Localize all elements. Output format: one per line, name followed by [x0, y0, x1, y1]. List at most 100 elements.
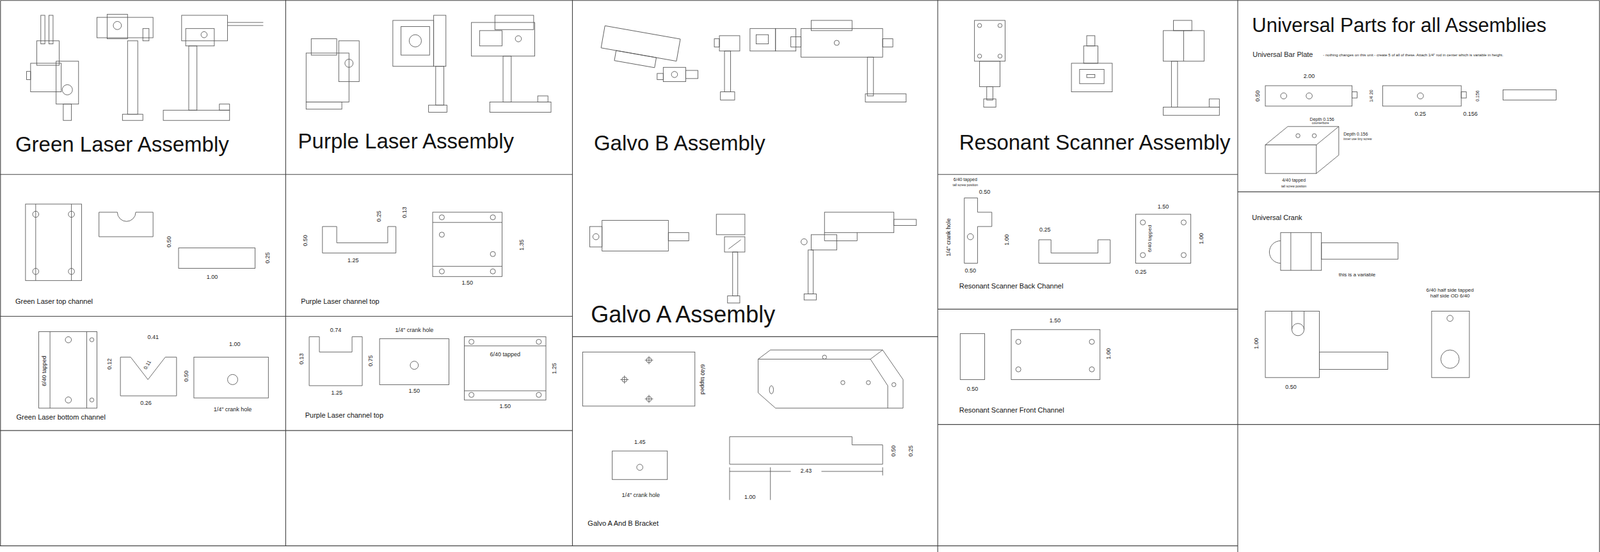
galvo-bracket-drawing: [870, 350, 883, 360]
dimension-label: 1.50: [408, 388, 422, 395]
green-laser-side-view: [96, 14, 153, 121]
galvo-a-top-view: [668, 232, 689, 242]
dimension-label: 0.75: [368, 355, 375, 368]
galvo-a-mount-view: [824, 232, 857, 242]
galvo-b-side-view: [750, 28, 776, 52]
universal-bar-plate-drawing: [1306, 92, 1313, 100]
galvo-bracket-drawing: [840, 380, 845, 385]
resonant-front-channel-drawing: [960, 329, 1100, 380]
purple-laser-front-view: [311, 39, 337, 56]
panel-title: Green Laser bottom channel: [16, 414, 106, 422]
universal-crank-drawing: [1280, 232, 1322, 271]
dimension-label: 0.156: [1475, 89, 1481, 103]
green-top-channel-drawing: [25, 204, 256, 281]
drawing-panel: Resonant Scanner Front Channel: [937, 309, 1238, 425]
green-laser-front-view: [30, 63, 62, 93]
purple-laser-front-view: [305, 39, 360, 110]
panel-title: Universal Parts for all Assemblies: [1251, 15, 1547, 36]
galvo-b-mount-view: [867, 56, 874, 96]
green-laser-mount-view: [163, 15, 264, 121]
resonant-front-channel-drawing: [1089, 366, 1095, 372]
galvo-b-mount-view: [882, 39, 893, 48]
universal-bar-plate-drawing: [1352, 92, 1358, 99]
galvo-bracket-drawing: [729, 471, 792, 472]
purple-laser-side-view: [392, 20, 434, 67]
green-laser-front-view: [40, 15, 45, 45]
galvo-bracket-drawing: [648, 394, 650, 404]
dimension-label: 0.11: [142, 359, 153, 372]
galvo-bracket-drawing: [624, 375, 625, 384]
resonant-scanner-front-view: [977, 54, 982, 59]
dimension-label: 0.26: [139, 400, 153, 408]
dimension-label: 1.00: [1198, 232, 1206, 246]
galvo-bracket-drawing: [769, 385, 774, 395]
galvo-a-side-view: [716, 214, 745, 304]
sheet-grid: [285, 0, 287, 546]
galvo-b-top-view: [599, 25, 698, 82]
purple-channel-drawing: [464, 345, 546, 347]
resonant-front-channel-drawing: [1089, 339, 1095, 345]
resonant-scanner-front-view: [974, 20, 1006, 62]
resonant-front-channel-drawing: [1011, 329, 1101, 380]
panel-title: Galvo A And B Bracket: [587, 520, 659, 528]
panel-title: Universal Crank: [1251, 214, 1302, 222]
purple-channel-drawing: [309, 336, 546, 400]
resonant-scanner-mount-view: [1183, 30, 1184, 62]
green-laser-front-view: [63, 104, 72, 121]
galvo-bracket-drawing: [891, 382, 896, 387]
galvo-bracket-drawing: [582, 352, 695, 407]
sheet-grid: [572, 0, 573, 546]
galvo-a-mount-view: [803, 293, 816, 301]
green-bottom-channel-drawing: [65, 336, 72, 344]
purple-laser-mount-view: [471, 22, 536, 57]
sheet-grid: [572, 336, 938, 338]
sheet-grid: [937, 174, 1238, 175]
dimension-label: 1/4" crank hole: [945, 218, 953, 258]
dimension-label: 1.50: [498, 403, 512, 411]
dimension-label: 0.25: [1038, 227, 1052, 234]
dimension-label: 0.25: [264, 252, 272, 265]
universal-crank-drawing: [1265, 232, 1470, 379]
purple-laser-front-view: [305, 53, 349, 103]
panel-title: Purple Laser channel top: [305, 412, 384, 420]
dimension-label: 1.00: [228, 341, 242, 349]
purple-channel-drawing: [439, 215, 445, 221]
purple-laser-front-view: [338, 40, 360, 82]
universal-bar-plate-drawing: [1316, 126, 1339, 174]
universal-crank-drawing: [1291, 311, 1293, 331]
galvo-a-top-view: [590, 226, 603, 248]
universal-bar-plate-drawing: [1296, 133, 1300, 138]
dimension-label: 4/40 tapped: [1281, 177, 1307, 184]
dimension-label: 0.50: [302, 234, 310, 248]
resonant-scanner-front-view: [977, 23, 982, 28]
purple-laser-side-view: [392, 15, 448, 113]
resonant-back-channel-drawing: [1140, 220, 1146, 226]
dimension-label: 1.25: [330, 390, 344, 397]
galvo-a-mount-view: [801, 212, 917, 301]
galvo-bracket-drawing: [729, 437, 883, 465]
resonant-back-channel-drawing: [1136, 214, 1192, 264]
purple-channel-drawing: [464, 336, 546, 400]
dimension-label: 0.50: [978, 189, 992, 196]
purple-laser-side-view: [435, 66, 445, 106]
purple-channel-drawing: [322, 226, 397, 253]
galvo-a-top-view: [602, 220, 669, 252]
dimension-label: 6/40 half side tapped half side OD 6/40: [1424, 288, 1476, 300]
sheet-grid: [1599, 0, 1600, 552]
galvo-bracket-drawing: [822, 355, 827, 360]
galvo-b-mount-view: [833, 40, 840, 46]
dimension-label: 6/40 tapped: [41, 355, 48, 388]
dimension-label: 1/4" crank hole: [620, 492, 661, 500]
sheet-grid: [0, 316, 573, 317]
purple-channel-drawing: [490, 251, 496, 257]
green-bottom-channel-drawing: [86, 331, 88, 409]
drawing-note: - nothing changes on this unit - create …: [1322, 53, 1504, 58]
galvo-bracket-drawing: [648, 356, 650, 365]
galvo-a-top-view: [592, 233, 600, 240]
dimension-label: 0.50: [966, 386, 980, 393]
universal-bar-plate-drawing: [1265, 85, 1353, 107]
dimension-label: 0.13: [401, 206, 409, 219]
universal-bar-plate-drawing: [1461, 92, 1467, 99]
resonant-scanner-side-view: [1086, 35, 1096, 47]
